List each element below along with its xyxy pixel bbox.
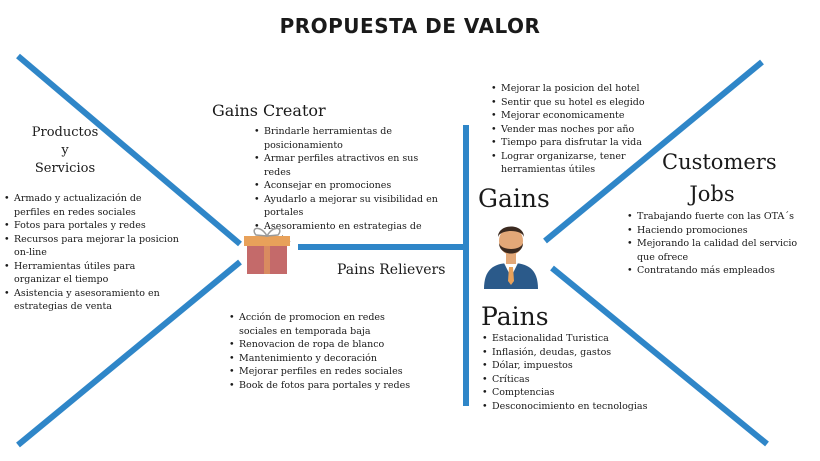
page-title: PROPUESTA DE VALOR [279,14,541,38]
list-item: Vender mas noches por año [491,123,651,137]
customer-jobs-heading: Customers Jobs [662,146,777,210]
products-heading-line3: Servicios [34,161,96,176]
gains-creator-heading: Gains Creator [212,101,326,120]
right-x-line-lower [550,265,769,447]
list-item: Sentir que su hotel es elegido [491,96,651,110]
list-item: Fotos para portales y redes [4,219,179,233]
list-item: Mejorar economicamente [491,109,651,123]
list-item: Inflasión, deudas, gastos [482,346,652,360]
products-list: Armado y actualización de perfiles en re… [4,192,179,314]
customer-jobs-heading-line1: Customers [662,150,777,174]
list-item: Dólar, impuestos [482,359,652,373]
left-x-line-upper [16,53,242,247]
list-item: Herramientas útiles para organizar el ti… [4,260,179,287]
list-item: Trabajando fuerte con las OTA´s [627,210,817,224]
list-item: Ayudarlo a mejorar su visibilidad en por… [254,193,439,220]
pains-relievers-heading: Pains Relievers [337,262,446,278]
list-item: Mejorar la posicion del hotel [491,82,651,96]
products-heading-line2: y [61,143,69,158]
list-item: Acción de promocion en redes sociales en… [229,311,414,338]
list-item: Book de fotos para portales y redes [229,379,414,393]
list-item: Mantenimiento y decoración [229,352,414,366]
businessman-icon [484,226,538,289]
customer-jobs-heading-line2: Jobs [689,182,735,206]
pains-heading: Pains [481,302,549,331]
gains-list: Mejorar la posicion del hotel Sentir que… [491,82,651,177]
products-heading: Productos y Servicios [20,124,110,178]
list-item: Críticas [482,373,652,387]
list-item: Brindarle herramientas de posicionamient… [254,125,439,152]
list-item: Comptencias [482,386,652,400]
list-item: Recursos para mejorar la posicion on-lin… [4,233,179,260]
pains-list: Estacionalidad Turistica Inflasión, deud… [482,332,652,413]
list-item: Tiempo para disfrutar la vida [491,136,651,150]
customer-jobs-list: Trabajando fuerte con las OTA´s Haciendo… [627,210,817,278]
list-item: Lograr organizarse, tener herramientas ú… [491,150,651,177]
gains-heading: Gains [478,184,550,213]
pains-relievers-list: Acción de promocion en redes sociales en… [229,311,414,392]
products-heading-line1: Productos [31,125,99,140]
gift-icon [244,227,290,274]
right-x-line-upper [543,59,764,244]
list-item: Mejorando la calidad del servicio que of… [627,237,817,264]
list-item: Armar perfiles atractivos en sus redes [254,152,439,179]
list-item: Renovacion de ropa de blanco [229,338,414,352]
list-item: Armado y actualización de perfiles en re… [4,192,179,219]
list-item: Asistencia y asesoramiento en estrategia… [4,287,179,314]
list-item: Aconsejar en promociones [254,179,439,193]
list-item: Estacionalidad Turistica [482,332,652,346]
list-item: Haciendo promociones [627,224,817,238]
list-item: Mejorar perfiles en redes sociales [229,365,414,379]
list-item: Contratando más empleados [627,264,817,278]
left-x-line-lower [16,259,242,448]
list-item: Desconocimiento en tecnologias [482,400,652,414]
